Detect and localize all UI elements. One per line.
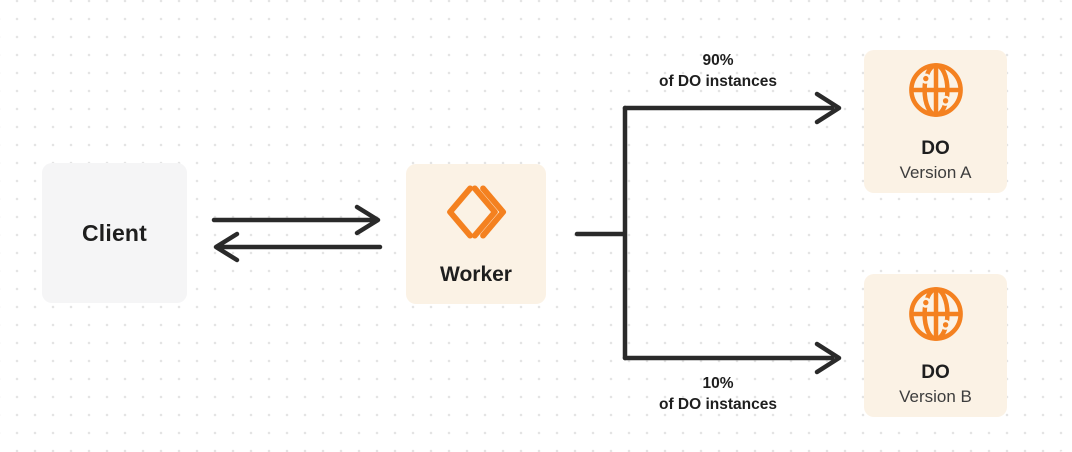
- worker-node: Worker: [406, 164, 546, 304]
- worker-label: Worker: [440, 263, 512, 286]
- arrow-client-to-worker: [211, 204, 381, 236]
- client-node: Client: [42, 163, 187, 303]
- globe-icon: [908, 62, 963, 117]
- top-branch-caption: of DO instances: [659, 73, 777, 90]
- arrow-to-do-version-b: [622, 341, 842, 375]
- do-version-b-title: DO: [921, 361, 950, 383]
- globe-icon: [908, 286, 963, 341]
- bottom-branch-percent: 10%: [702, 375, 734, 392]
- client-label: Client: [81, 219, 148, 246]
- workers-chevrons-icon: [447, 185, 507, 239]
- do-version-b-node: DO Version B: [864, 274, 1007, 417]
- bottom-branch-caption: of DO instances: [659, 396, 777, 413]
- arrow-worker-to-client: [213, 231, 383, 263]
- arrow-to-do-version-a: [622, 91, 842, 125]
- branch-trunk-line: [574, 105, 628, 361]
- top-branch-percent: 90%: [702, 52, 734, 69]
- do-version-b-subtitle: Version B: [899, 386, 972, 406]
- do-version-a-title: DO: [921, 137, 950, 159]
- do-version-a-subtitle: Version A: [899, 162, 972, 182]
- top-branch-label: 90% of DO instances: [608, 50, 828, 92]
- bottom-branch-label: 10% of DO instances: [608, 373, 828, 415]
- do-version-a-node: DO Version A: [864, 50, 1007, 193]
